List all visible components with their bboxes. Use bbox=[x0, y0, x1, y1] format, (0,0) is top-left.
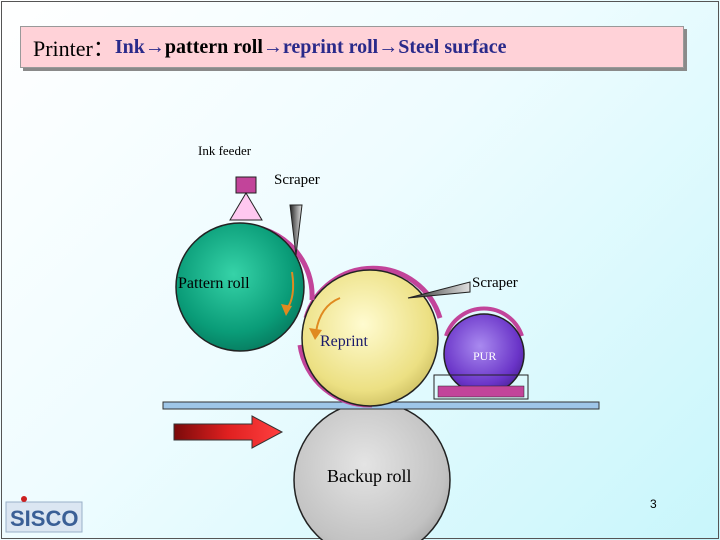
reprint-label: Reprint bbox=[320, 333, 369, 350]
logo-text: SISCO bbox=[10, 506, 78, 531]
title-box: Printer： Ink→ pattern roll →reprint roll… bbox=[20, 26, 684, 68]
pattern-roll-label: Pattern roll bbox=[178, 275, 250, 292]
scraper-top-label: Scraper bbox=[274, 172, 320, 188]
reprint-rotation-arrow bbox=[309, 297, 341, 340]
ink-feeder-label: Ink feeder bbox=[198, 143, 252, 158]
title-seq-ink: Ink→ bbox=[114, 35, 165, 58]
pattern-rotation-arrow bbox=[281, 271, 295, 316]
scraper-right-label: Scraper bbox=[472, 275, 518, 291]
feed-direction-arrow bbox=[173, 415, 284, 449]
ink-feeder bbox=[229, 176, 263, 221]
backup-roll-label: Backup roll bbox=[327, 466, 411, 486]
title-seq-rest: →reprint roll→Steel surface bbox=[262, 35, 507, 58]
pur-label: PUR bbox=[473, 349, 496, 363]
title-seq-pattern: pattern roll bbox=[164, 35, 263, 58]
pur-roll bbox=[433, 306, 529, 400]
page-number: 3 bbox=[650, 497, 657, 511]
pattern-roll bbox=[175, 222, 315, 352]
sisco-logo: SISCO bbox=[5, 496, 83, 533]
title-prefix: Printer： bbox=[33, 36, 115, 61]
scraper-top-blade bbox=[289, 204, 303, 256]
scraper-right-blade bbox=[407, 281, 471, 299]
